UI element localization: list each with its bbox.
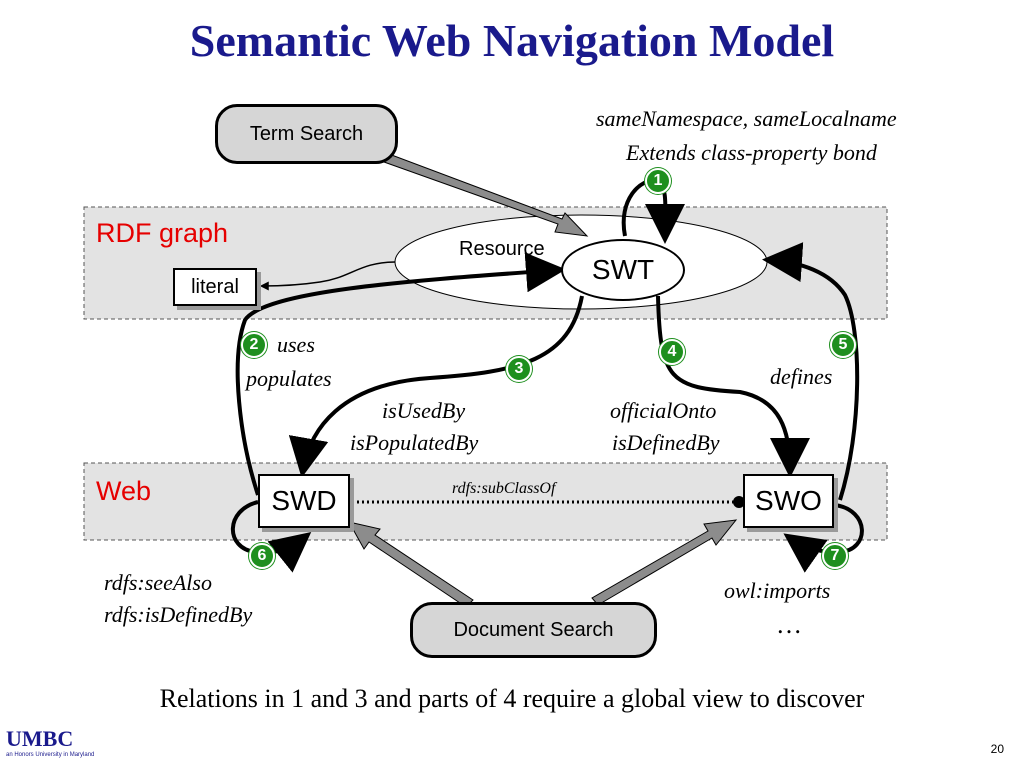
relation-2-edge [235, 252, 566, 496]
owl-imports-label: owl:imports [724, 578, 831, 603]
swd-node: SWD [258, 474, 350, 528]
document-search-node: Document Search [410, 602, 657, 658]
badge-6: 6 [249, 543, 275, 569]
badge-2: 2 [241, 332, 267, 358]
seealso-label: rdfs:seeAlso [104, 570, 212, 595]
isusedby-label: isUsedBy [382, 398, 466, 423]
umbc-logo: UMBC [6, 726, 74, 751]
subclassof-label: rdfs:subClassOf [452, 480, 556, 497]
badge-4: 4 [659, 339, 685, 365]
same-namespace-label: sameNamespace, sameLocalname [596, 106, 897, 131]
swt-node: SWT [561, 239, 685, 301]
term-search-arrow [383, 153, 589, 237]
term-search-node: Term Search [215, 104, 398, 164]
document-search-to-swo-arrow [591, 519, 738, 606]
officialonto-label: officialOnto [610, 398, 717, 423]
document-search-label: Document Search [453, 618, 614, 641]
slide-title: Semantic Web Navigation Model [189, 15, 835, 66]
umbc-tagline: an Honors University in Maryland [6, 752, 95, 758]
badge-7: 7 [822, 543, 848, 569]
web-label: Web [96, 476, 152, 506]
relation-5-edge [762, 242, 860, 501]
rdf-graph-label: RDF graph [96, 218, 229, 248]
literal-arrow [259, 261, 396, 291]
defines-label: defines [770, 364, 833, 389]
extends-bond-label: Extends class-property bond [626, 140, 877, 165]
swo-node: SWO [743, 474, 834, 528]
swo-label: SWO [755, 485, 822, 516]
badge-3: 3 [506, 356, 532, 382]
swt-label: SWT [591, 254, 655, 285]
swd-label: SWD [271, 485, 337, 516]
document-search-to-swd-arrow [348, 521, 474, 608]
literal-label: literal [191, 275, 239, 298]
badge-1: 1 [645, 168, 671, 194]
resource-label: Resource [459, 238, 545, 260]
ellipsis-label: … [776, 610, 802, 639]
literal-node: literal [173, 268, 257, 306]
term-search-label: Term Search [249, 122, 364, 145]
badge-5: 5 [830, 332, 856, 358]
populates-label: populates [246, 366, 332, 391]
subclassof-dot [733, 496, 745, 508]
footer-caption: Relations in 1 and 3 and parts of 4 requ… [159, 684, 865, 713]
isdefinedby-label: isDefinedBy [612, 430, 720, 455]
page-number: 20 [990, 742, 1004, 756]
uses-label: uses [277, 332, 315, 357]
ispopulatedby-label: isPopulatedBy [350, 430, 479, 455]
relation-3-edge [288, 295, 584, 478]
rdfs-isdefinedby-label: rdfs:isDefinedBy [104, 602, 253, 627]
